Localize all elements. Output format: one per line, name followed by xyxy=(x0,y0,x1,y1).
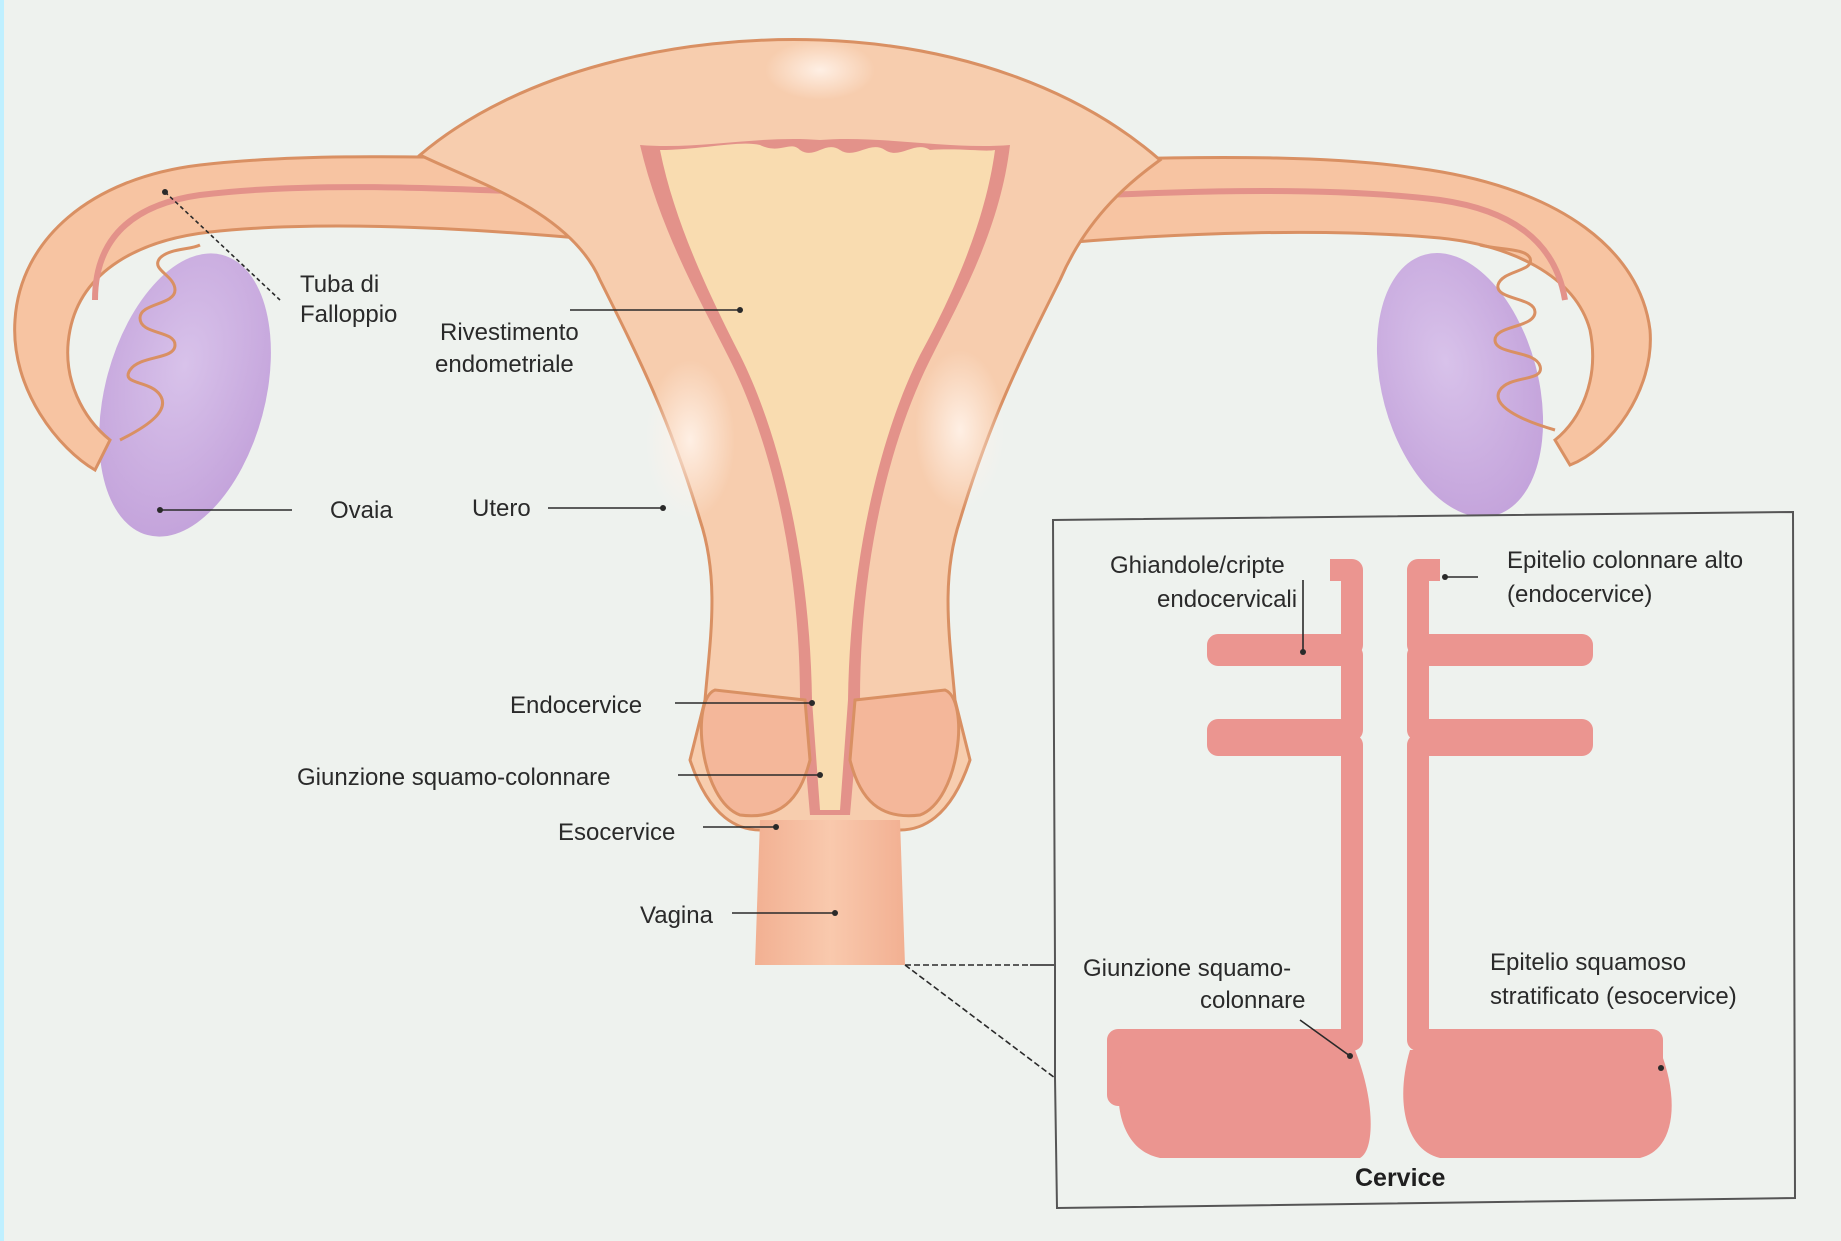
esocervice-label: Esocervice xyxy=(558,819,675,846)
tuba-label-line1: Tuba di xyxy=(300,271,379,298)
rivestimento-label-line1: Rivestimento xyxy=(440,319,579,346)
endocervice-label: Endocervice xyxy=(510,692,642,719)
epitelio-squamoso-label-line1: Epitelio squamoso xyxy=(1490,949,1686,976)
giunzione-inset-label-line1: Giunzione squamo- xyxy=(1083,955,1291,982)
ovaia-label: Ovaia xyxy=(330,497,393,524)
giunzione-label: Giunzione squamo-colonnare xyxy=(297,764,611,791)
inset-caption: Cervice xyxy=(1355,1164,1445,1192)
ovary-right xyxy=(1350,234,1571,535)
ghiandole-label-line2: endocervicali xyxy=(1157,586,1297,613)
vagina-label: Vagina xyxy=(640,902,714,929)
epitelio-squamoso-label-line2: stratificato (esocervice) xyxy=(1490,983,1737,1010)
inset-connector xyxy=(905,965,1055,1078)
ghiandole-label-line1: Ghiandole/cripte xyxy=(1110,552,1285,579)
tuba-label-line2: Falloppio xyxy=(300,301,397,328)
epitelio-colonnare-label-line1: Epitelio colonnare alto xyxy=(1507,547,1743,574)
vagina xyxy=(755,820,905,965)
label-utero: Utero xyxy=(472,495,666,522)
rivestimento-label-line2: endometriale xyxy=(435,351,574,378)
ovary-left xyxy=(70,234,300,556)
cervix-inset: Ghiandole/cripte endocervicali Epitelio … xyxy=(1030,512,1795,1208)
giunzione-inset-label-line2: colonnare xyxy=(1200,987,1305,1014)
utero-label: Utero xyxy=(472,495,531,522)
epitelio-colonnare-label-line2: (endocervice) xyxy=(1507,581,1652,608)
